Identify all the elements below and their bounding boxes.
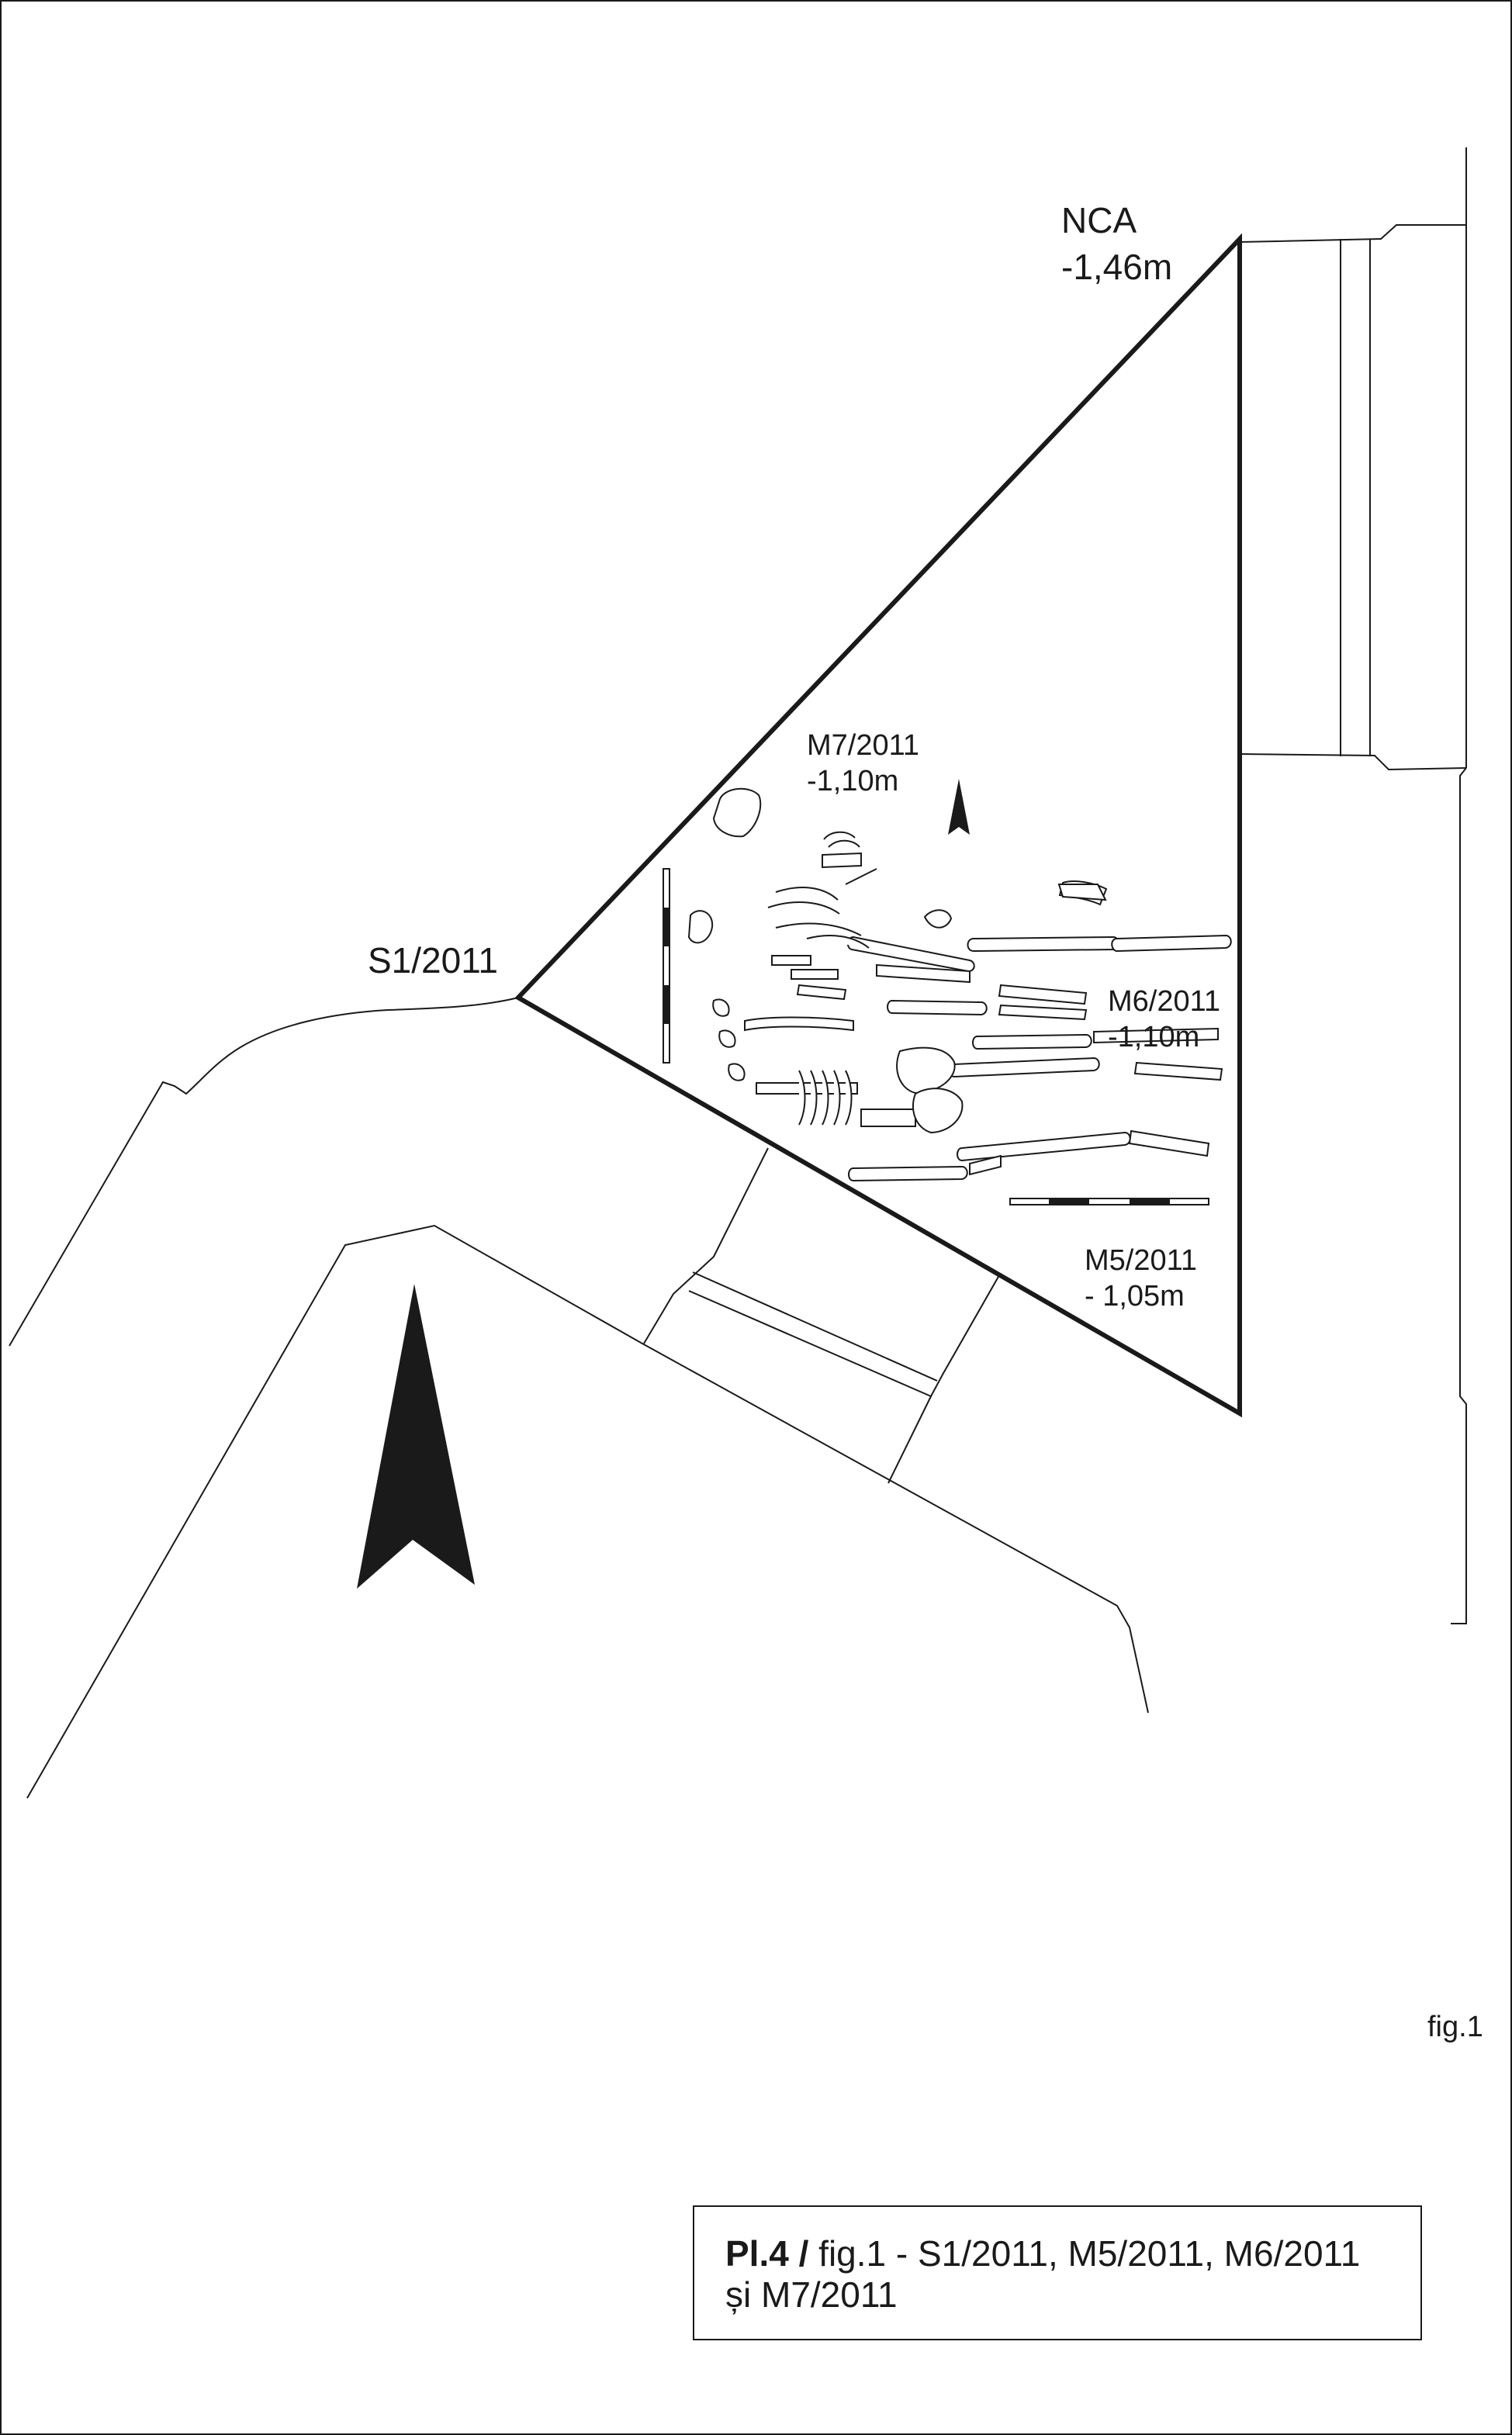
skull-m6 xyxy=(687,910,714,944)
plate-number: Pl.4 / xyxy=(725,2233,809,2274)
m5-depth-label: - 1,05m xyxy=(1085,1280,1185,1313)
nca-depth-label: -1,46m xyxy=(1061,247,1173,287)
s1-trench-label: S1/2011 xyxy=(368,940,498,981)
skeletal-remains xyxy=(687,787,1232,1182)
caption-text-1: fig.1 - S1/2011, M5/2011, M6/2011 xyxy=(808,2233,1361,2274)
figure-number-label: fig.1 xyxy=(1427,2011,1483,2043)
caption-text-2: și M7/2011 xyxy=(725,2274,898,2315)
horizontal-scale-bar xyxy=(1009,1198,1209,1205)
m7-depth-label: -1,10m xyxy=(807,765,899,797)
nca-label: NCA xyxy=(1061,200,1137,240)
m5-grave-label: M5/2011 xyxy=(1085,1244,1198,1277)
trench-outline xyxy=(9,997,1149,1799)
north-arrow-icon xyxy=(357,1284,475,1589)
m6-depth-label: -1,10m xyxy=(1108,1021,1200,1053)
caption-line-1: Pl.4 / fig.1 - S1/2011, M5/2011, M6/2011 xyxy=(725,2233,1397,2274)
small-north-arrow-icon xyxy=(948,779,970,835)
vertical-scale-bar xyxy=(663,868,670,1064)
adjacent-structure xyxy=(1239,147,1467,1624)
excavation-triangle xyxy=(514,233,1242,1418)
m7-grave-label: M7/2011 xyxy=(807,729,920,762)
plate-caption: Pl.4 / fig.1 - S1/2011, M5/2011, M6/2011… xyxy=(693,2205,1422,2340)
m6-grave-label: M6/2011 xyxy=(1108,985,1221,1018)
skull-m7 xyxy=(712,787,762,838)
